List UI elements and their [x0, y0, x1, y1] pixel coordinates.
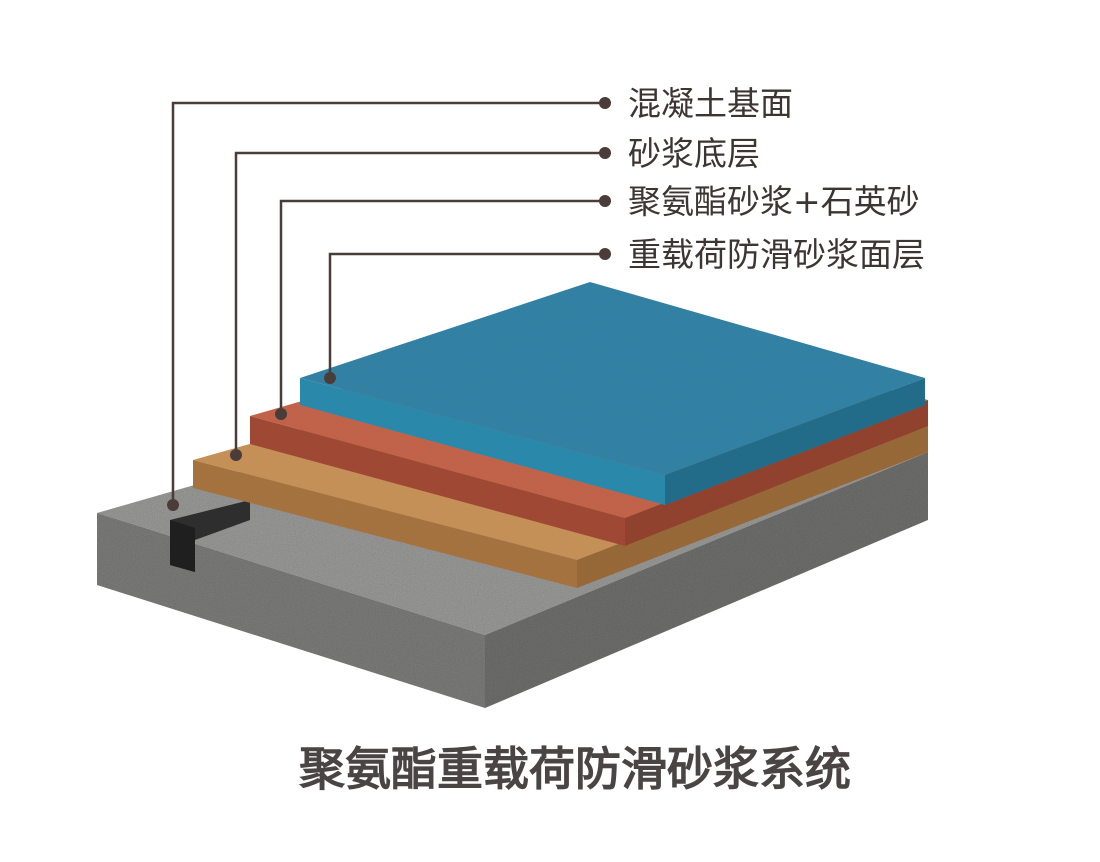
pu-sand-front-face [250, 416, 625, 546]
dot-top-anchor [324, 372, 336, 384]
leader-lines [167, 97, 611, 511]
top-top-face [300, 282, 925, 475]
dot-pu-sand-label [599, 195, 611, 207]
diagram-title: 聚氨酯重载荷防滑砂浆系统 [298, 742, 851, 796]
label-pu-sand: 聚氨酯砂浆+石英砂 [628, 182, 920, 221]
leader-mortar [234, 151, 605, 455]
leader-concrete [171, 101, 605, 505]
concrete-right-face [485, 452, 928, 708]
layer-labels: 混凝土基面 砂浆底层 聚氨酯砂浆+石英砂 重载荷防滑砂浆面层 [628, 84, 925, 274]
top-front-face [300, 378, 665, 505]
dot-top-label [599, 248, 611, 260]
dot-pu-sand-anchor [275, 408, 287, 420]
top-layer [300, 282, 925, 505]
leader-pu-sand [279, 199, 605, 414]
mortar-right-face [577, 425, 928, 588]
top-right-face [665, 378, 925, 505]
pu-sand-right-face [625, 400, 928, 546]
label-top: 重载荷防滑砂浆面层 [628, 235, 925, 274]
dot-mortar-label [599, 147, 611, 159]
mortar-front-face [193, 460, 577, 588]
dot-concrete-label [599, 97, 611, 109]
label-concrete: 混凝土基面 [628, 84, 793, 123]
dot-concrete-anchor [167, 499, 179, 511]
dot-mortar-anchor [230, 449, 242, 461]
leader-top [328, 252, 605, 378]
label-mortar: 砂浆底层 [628, 134, 760, 173]
concrete-groove [170, 500, 250, 572]
